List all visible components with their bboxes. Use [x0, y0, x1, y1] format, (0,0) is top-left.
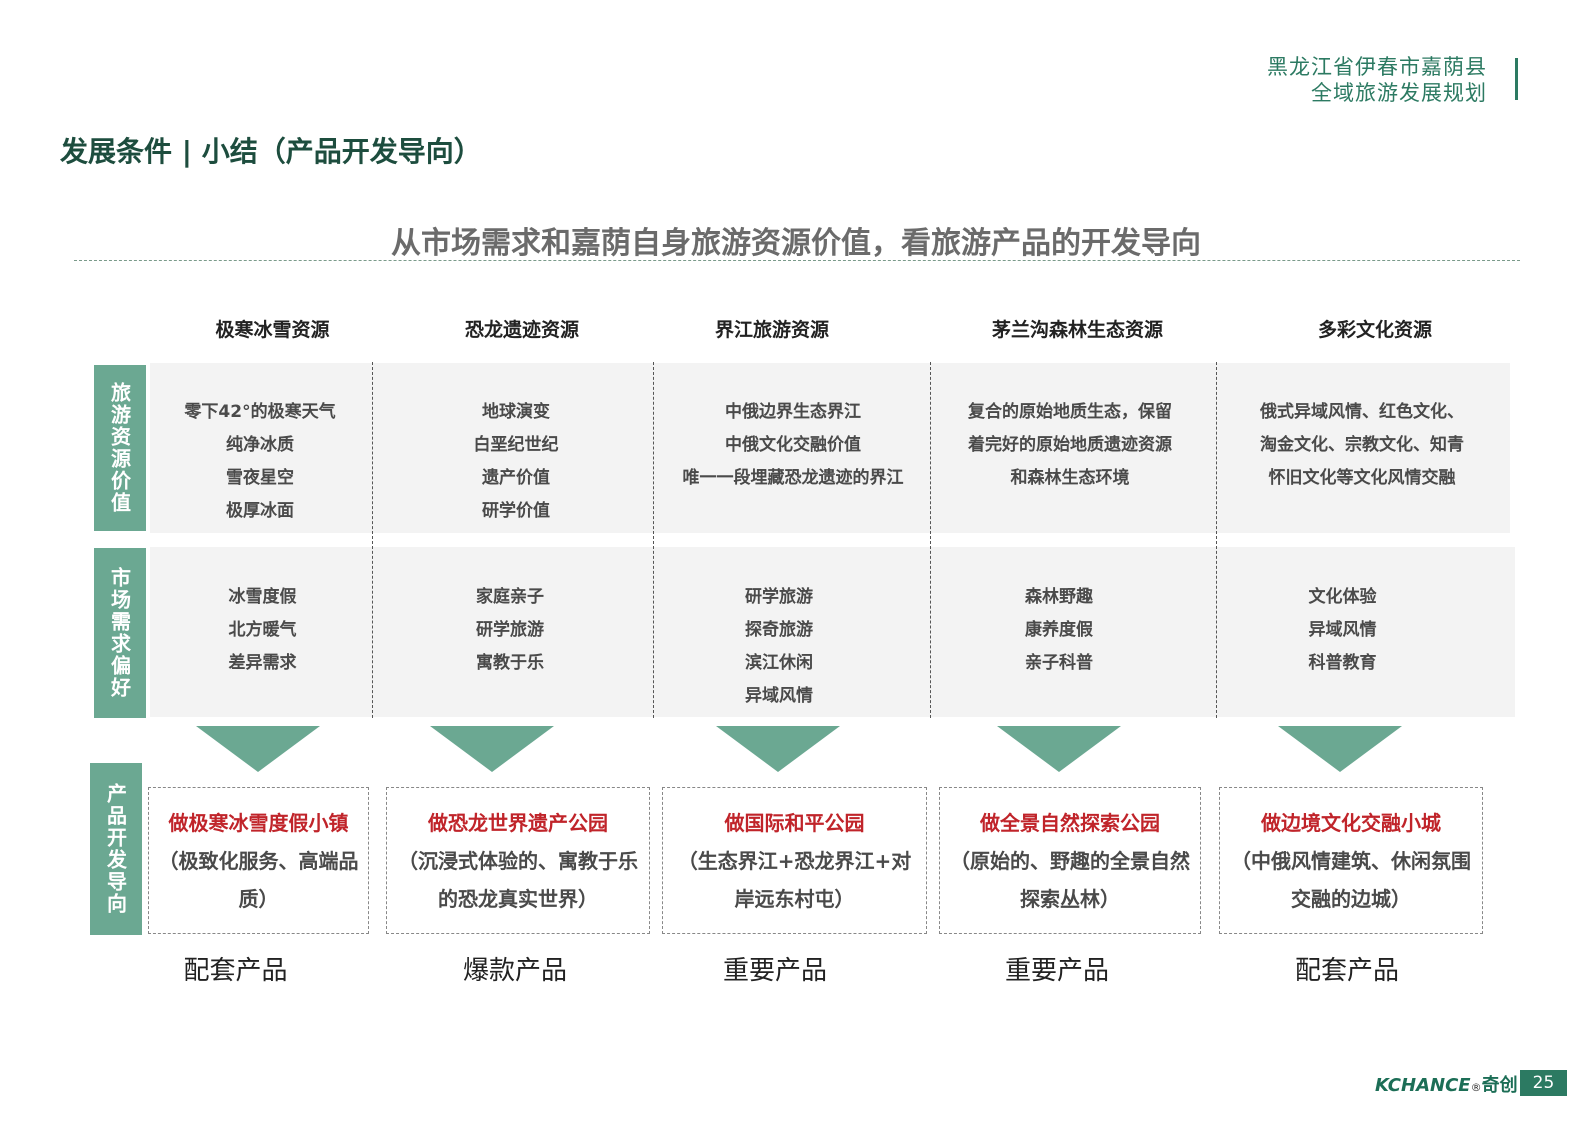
market-item: 科普教育 [1308, 653, 1377, 673]
market-item: 研学旅游 [745, 587, 813, 607]
logo-cn: 奇创 [1481, 1075, 1518, 1096]
subtitle-divider [74, 260, 1520, 261]
logo-mark: ® [1470, 1081, 1482, 1094]
market-item: 异域风情 [1308, 620, 1377, 640]
product-description: （原始的、野趣的全景自然探索丛林） [950, 848, 1190, 911]
market-item: 康养度假 [1025, 620, 1093, 640]
resource-item: 中俄边界生态界江 [725, 402, 861, 422]
product-description: （中俄风情建筑、休闲氛围交融的边城） [1231, 848, 1471, 911]
row-label-resource: 旅游资源价值 [94, 365, 146, 531]
market-item: 家庭亲子 [476, 587, 544, 607]
page-title: 发展条件 | 小结（产品开发导向） [60, 135, 482, 168]
resource-cell-2: 地球演变 白垩纪世纪 遗产价值 研学价值 [380, 396, 652, 528]
down-arrow-icon [196, 726, 320, 772]
logo-text: KCHANCE [1375, 1075, 1471, 1096]
resource-item: 纯净冰质 [226, 435, 294, 455]
market-item: 亲子科普 [1025, 653, 1093, 673]
market-item: 文化体验 [1308, 587, 1377, 607]
market-cell-5: 文化体验 异域风情 科普教育 [1220, 581, 1465, 680]
resource-item: 唯一一段埋藏恐龙遗迹的界江 [682, 468, 904, 488]
product-title: 做极寒冰雪度假小镇 [168, 810, 349, 835]
product-box-1: 做极寒冰雪度假小镇 （极致化服务、高端品质） [148, 787, 369, 934]
resource-item: 雪夜星空 [226, 468, 294, 488]
product-title: 做边境文化交融小城 [1261, 810, 1441, 835]
market-item: 滨江休闲 [745, 653, 813, 673]
market-cell-2: 家庭亲子 研学旅游 寓教于乐 [375, 581, 645, 680]
header-accent-bar [1515, 58, 1518, 100]
column-divider-4 [1216, 362, 1217, 718]
column-head-3: 界江旅游资源 [714, 319, 829, 341]
market-item: 异域风情 [745, 686, 813, 706]
market-item: 北方暖气 [228, 620, 297, 640]
product-type-4: 重要产品 [1004, 956, 1109, 986]
product-description: （极致化服务、高端品质） [158, 848, 359, 911]
column-divider-3 [930, 362, 931, 718]
product-title: 做国际和平公园 [724, 810, 865, 835]
down-arrow-icon [1278, 726, 1402, 772]
header-title: 黑龙江省伊春市嘉荫县 全域旅游发展规划 [1267, 54, 1487, 106]
column-head-1: 极寒冰雪资源 [215, 319, 330, 341]
market-item: 探奇旅游 [745, 620, 813, 640]
resource-item: 研学价值 [482, 501, 550, 521]
product-box-2: 做恐龙世界遗产公园 （沉浸式体验的、寓教于乐的恐龙真实世界） [386, 787, 650, 934]
header-line-2: 全域旅游发展规划 [1311, 81, 1487, 105]
row-label-product: 产品开发导向 [90, 763, 142, 935]
product-description: （沉浸式体验的、寓教于乐的恐龙真实世界） [398, 848, 638, 911]
resource-item: 和森林生态环境 [1010, 468, 1130, 488]
product-description: （生态界江+恐龙界江+对岸远东村屯） [677, 848, 912, 911]
column-divider-1 [372, 362, 373, 718]
row-label-market: 市场需求偏好 [94, 548, 146, 718]
market-item: 差异需求 [228, 653, 297, 673]
product-box-5: 做边境文化交融小城 （中俄风情建筑、休闲氛围交融的边城） [1219, 787, 1483, 934]
market-item: 寓教于乐 [476, 653, 544, 673]
product-type-1: 配套产品 [183, 956, 288, 986]
resource-cell-1: 零下42°的极寒天气 纯净冰质 雪夜星空 极厚冰面 [150, 396, 370, 528]
resource-item: 极厚冰面 [226, 501, 294, 521]
product-title: 做全景自然探索公园 [980, 810, 1160, 835]
column-head-2: 恐龙遗迹资源 [464, 319, 579, 341]
kchance-logo: KCHANCE®奇创 [1375, 1071, 1518, 1097]
down-arrow-icon [997, 726, 1121, 772]
product-type-2: 爆款产品 [462, 956, 567, 986]
market-cell-4: 森林野趣 康养度假 亲子科普 [935, 581, 1183, 680]
product-box-3: 做国际和平公园 （生态界江+恐龙界江+对岸远东村屯） [662, 787, 927, 934]
product-box-4: 做全景自然探索公园 （原始的、野趣的全景自然探索丛林） [939, 787, 1201, 934]
resource-item: 遗产价值 [482, 468, 550, 488]
product-type-3: 重要产品 [722, 956, 827, 986]
resource-item: 复合的原始地质生态，保留 [968, 402, 1172, 422]
market-cell-3: 研学旅游 探奇旅游 滨江休闲 异域风情 [655, 581, 903, 713]
resource-item: 怀旧文化等文化风情交融 [1268, 468, 1456, 488]
market-item: 冰雪度假 [228, 587, 297, 607]
resource-cell-3: 中俄边界生态界江 中俄文化交融价值 唯一一段埋藏恐龙遗迹的界江 [658, 396, 928, 495]
column-divider-2 [653, 362, 654, 718]
resource-item: 白垩纪世纪 [473, 435, 559, 455]
header-line-1: 黑龙江省伊春市嘉荫县 [1267, 55, 1487, 79]
resource-item: 中俄文化交融价值 [725, 435, 861, 455]
resource-item: 零下42°的极寒天气 [184, 402, 336, 422]
market-item: 研学旅游 [476, 620, 544, 640]
market-item: 森林野趣 [1025, 587, 1093, 607]
subtitle: 从市场需求和嘉荫自身旅游资源价值，看旅游产品的开发导向 [391, 226, 1201, 261]
resource-item: 地球演变 [482, 402, 550, 422]
product-title: 做恐龙世界遗产公园 [428, 810, 608, 835]
market-cell-1: 冰雪度假 北方暖气 差异需求 [155, 581, 370, 680]
down-arrow-icon [430, 726, 554, 772]
column-head-4: 茅兰沟森林生态资源 [991, 319, 1163, 341]
column-head-5: 多彩文化资源 [1317, 319, 1432, 341]
down-arrow-icon [716, 726, 840, 772]
product-type-5: 配套产品 [1294, 956, 1399, 986]
resource-item: 俄式异域风情、红色文化、 [1260, 402, 1464, 422]
resource-item: 着完好的原始地质遗迹资源 [968, 435, 1172, 455]
resource-cell-4: 复合的原始地质生态，保留 着完好的原始地质遗迹资源 和森林生态环境 [935, 396, 1205, 495]
resource-row-background [150, 363, 1510, 533]
market-row-background [150, 547, 1515, 717]
page-number: 25 [1520, 1070, 1567, 1096]
resource-item: 淘金文化、宗教文化、知青 [1260, 435, 1464, 455]
resource-cell-5: 俄式异域风情、红色文化、 淘金文化、宗教文化、知青 怀旧文化等文化风情交融 [1222, 396, 1502, 495]
